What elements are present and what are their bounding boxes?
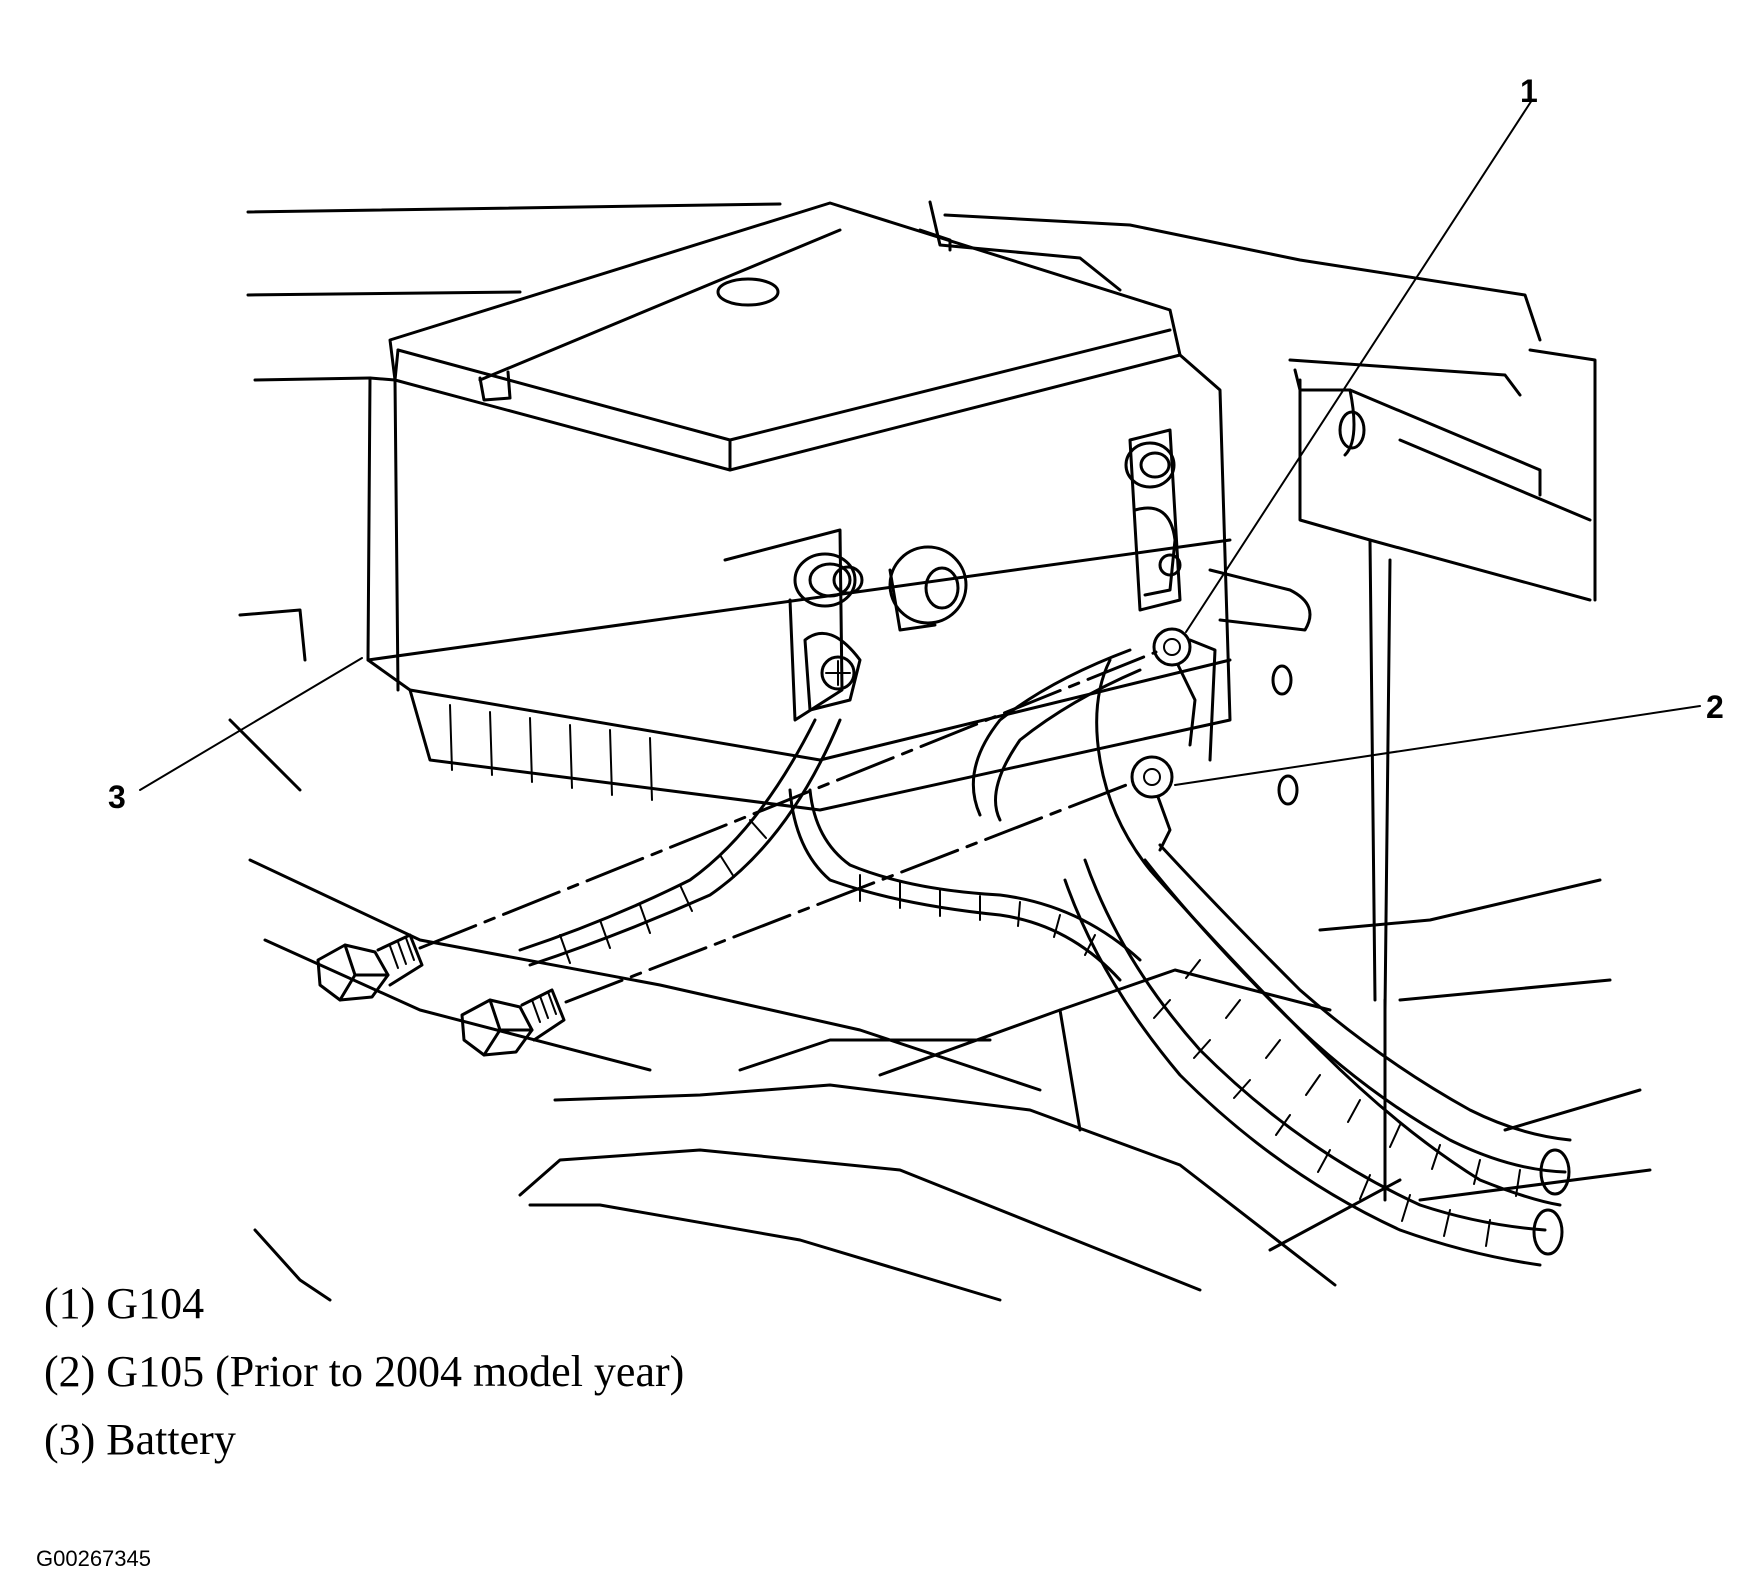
legend-item-battery: (3) Battery (44, 1415, 236, 1464)
g105-bolt (460, 988, 566, 1057)
bolt-alignment-lines (418, 650, 1158, 1004)
g104-bolt (316, 933, 424, 1002)
legend-item-g105: (2) G105 (Prior to 2004 model year) (44, 1347, 685, 1396)
legend-item-g104: (1) G104 (44, 1279, 205, 1328)
figure-id: G00267345 (36, 1546, 151, 1571)
g104-eyelet (1152, 627, 1192, 667)
battery (366, 201, 1542, 812)
callout-2: 2 (1706, 689, 1724, 725)
callout-1: 1 (1520, 73, 1538, 109)
ground-eyelets (1130, 627, 1217, 852)
callout-3: 3 (108, 779, 126, 815)
leader-lines (139, 99, 1701, 791)
battery-terminals (723, 428, 1182, 722)
vehicle-body-lines (228, 200, 1652, 1302)
g105-eyelet (1130, 755, 1174, 799)
